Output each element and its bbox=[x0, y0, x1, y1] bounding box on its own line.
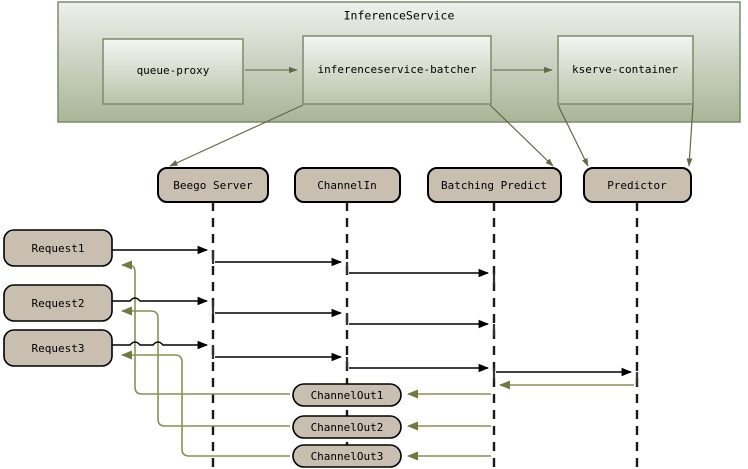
return-path-channelout2-to-request2 bbox=[120, 306, 290, 427]
pod-kserve-container[interactable]: kserve-container bbox=[557, 35, 694, 105]
channelout2-rect[interactable] bbox=[292, 415, 402, 439]
channelout3-rect[interactable] bbox=[292, 444, 402, 468]
pod-queue-proxy-rect[interactable] bbox=[102, 38, 244, 105]
lifeline-header-predictor-rect[interactable] bbox=[583, 167, 692, 203]
channelout2[interactable]: ChannelOut2 bbox=[292, 415, 402, 439]
call-request3-to-beego bbox=[112, 340, 209, 350]
lifeline-lines bbox=[211, 202, 639, 469]
actor-request3-label: Request3 bbox=[32, 342, 85, 355]
call-arrows bbox=[112, 245, 633, 377]
channelout3-label: ChannelOut3 bbox=[311, 450, 384, 463]
lifeline-header-predictor[interactable]: Predictor bbox=[583, 167, 692, 203]
return-path-channelout1-to-request1 bbox=[120, 260, 290, 395]
container-title: InferenceService bbox=[344, 9, 455, 23]
pod-inferenceservice-batcher-rect[interactable] bbox=[302, 35, 492, 105]
channelout1-rect[interactable] bbox=[292, 383, 402, 407]
actor-request1[interactable]: Request1 bbox=[3, 229, 113, 267]
lifeline-header-channelin-label: ChannelIn bbox=[317, 179, 377, 192]
actor-request2-rect[interactable] bbox=[3, 284, 113, 322]
lifeline-header-channelin[interactable]: ChannelIn bbox=[294, 167, 401, 203]
lifeline-header-batching-predict[interactable]: Batching Predict bbox=[427, 167, 562, 203]
actor-request2-label: Request2 bbox=[32, 297, 85, 310]
pod-kserve-container-label: kserve-container bbox=[572, 63, 678, 76]
channelout2-label: ChannelOut2 bbox=[311, 421, 384, 434]
connector-kserve-to-predictor-left bbox=[557, 104, 589, 167]
lifeline-header-channelin-rect[interactable] bbox=[294, 167, 401, 203]
actor-request1-label: Request1 bbox=[32, 242, 85, 255]
pod-kserve-container-rect[interactable] bbox=[557, 35, 694, 105]
lifeline-header-beego-rect[interactable] bbox=[157, 167, 269, 203]
return-arrows bbox=[406, 380, 634, 461]
actor-request2[interactable]: Request2 bbox=[3, 284, 113, 322]
actor-request1-rect[interactable] bbox=[3, 229, 113, 267]
actor-request3[interactable]: Request3 bbox=[3, 329, 113, 367]
lifeline-header-predictor-label: Predictor bbox=[607, 179, 667, 192]
channelout3[interactable]: ChannelOut3 bbox=[292, 444, 402, 468]
channelout1-label: ChannelOut1 bbox=[311, 389, 384, 402]
lifeline-header-batching-predict-rect[interactable] bbox=[427, 167, 562, 203]
call-request2-to-beego bbox=[112, 296, 209, 306]
return-routing-paths bbox=[120, 260, 290, 457]
pod-inferenceservice-batcher[interactable]: inferenceservice-batcher bbox=[302, 35, 492, 105]
connector-kserve-to-predictor-right bbox=[686, 104, 694, 167]
lifeline-header-beego[interactable]: Beego Server bbox=[157, 167, 269, 203]
activation-stubs bbox=[211, 250, 639, 386]
pod-inferenceservice-batcher-label: inferenceservice-batcher bbox=[318, 63, 477, 76]
lifeline-header-batching-predict-label: Batching Predict bbox=[441, 179, 547, 192]
pod-queue-proxy[interactable]: queue-proxy bbox=[102, 38, 244, 105]
return-path-channelout3-to-request3 bbox=[120, 350, 290, 457]
lifeline-header-beego-label: Beego Server bbox=[173, 179, 253, 192]
pod-queue-proxy-label: queue-proxy bbox=[137, 64, 210, 77]
connector-batcher-to-beego bbox=[169, 104, 304, 167]
connector-batcher-to-batching-predict bbox=[489, 104, 554, 167]
channelout1[interactable]: ChannelOut1 bbox=[292, 383, 402, 407]
actor-request3-rect[interactable] bbox=[3, 329, 113, 367]
